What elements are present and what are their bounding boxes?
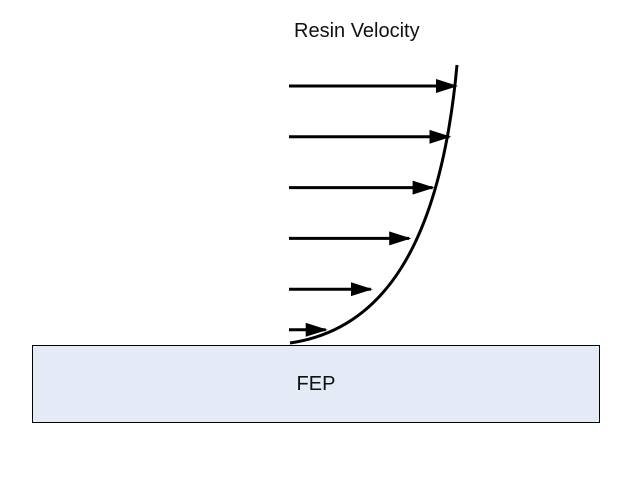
velocity-arrows	[289, 79, 458, 337]
diagram-title: Resin Velocity	[294, 20, 420, 42]
fep-substrate: FEP	[32, 345, 600, 423]
fep-label: FEP	[296, 372, 336, 395]
velocity-profile-curve	[289, 64, 459, 345]
